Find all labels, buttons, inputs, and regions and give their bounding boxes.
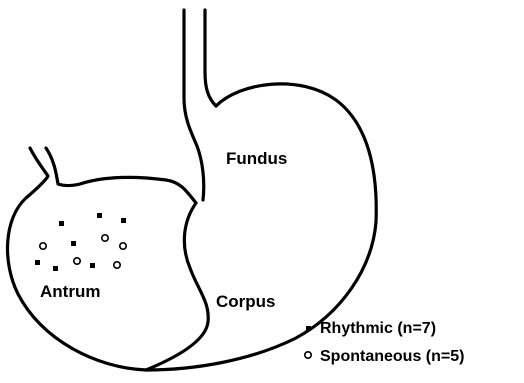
corpus-label: Corpus bbox=[216, 292, 276, 311]
rhythmic-marker bbox=[121, 218, 126, 223]
spontaneous-marker bbox=[120, 243, 126, 249]
rhythmic-marker bbox=[90, 263, 95, 268]
legend: Rhythmic (n=7) Spontaneous (n=5) bbox=[305, 320, 465, 365]
spontaneous-marker bbox=[114, 262, 120, 268]
rhythmic-marker bbox=[53, 266, 58, 271]
rhythmic-marker bbox=[97, 213, 102, 218]
spontaneous-marker bbox=[40, 243, 46, 249]
lesser-curvature bbox=[146, 203, 208, 370]
legend-spontaneous-circle-icon bbox=[305, 352, 311, 358]
rhythmic-marker bbox=[35, 260, 40, 265]
legend-rhythmic-label: Rhythmic (n=7) bbox=[320, 320, 436, 337]
fundus-label: Fundus bbox=[226, 149, 287, 168]
spontaneous-marker bbox=[74, 258, 80, 264]
spontaneous-markers bbox=[40, 235, 126, 268]
rhythmic-marker bbox=[71, 241, 76, 246]
antrum-label: Antrum bbox=[40, 282, 100, 301]
esophagus-right-wall bbox=[205, 10, 216, 106]
legend-rhythmic-square-icon bbox=[306, 326, 311, 331]
spontaneous-marker bbox=[102, 235, 108, 241]
legend-spontaneous-label: Spontaneous (n=5) bbox=[320, 348, 464, 365]
esophagus-left-wall bbox=[184, 10, 204, 200]
duodenum-lower-wall bbox=[46, 148, 196, 203]
rhythmic-marker bbox=[59, 221, 64, 226]
